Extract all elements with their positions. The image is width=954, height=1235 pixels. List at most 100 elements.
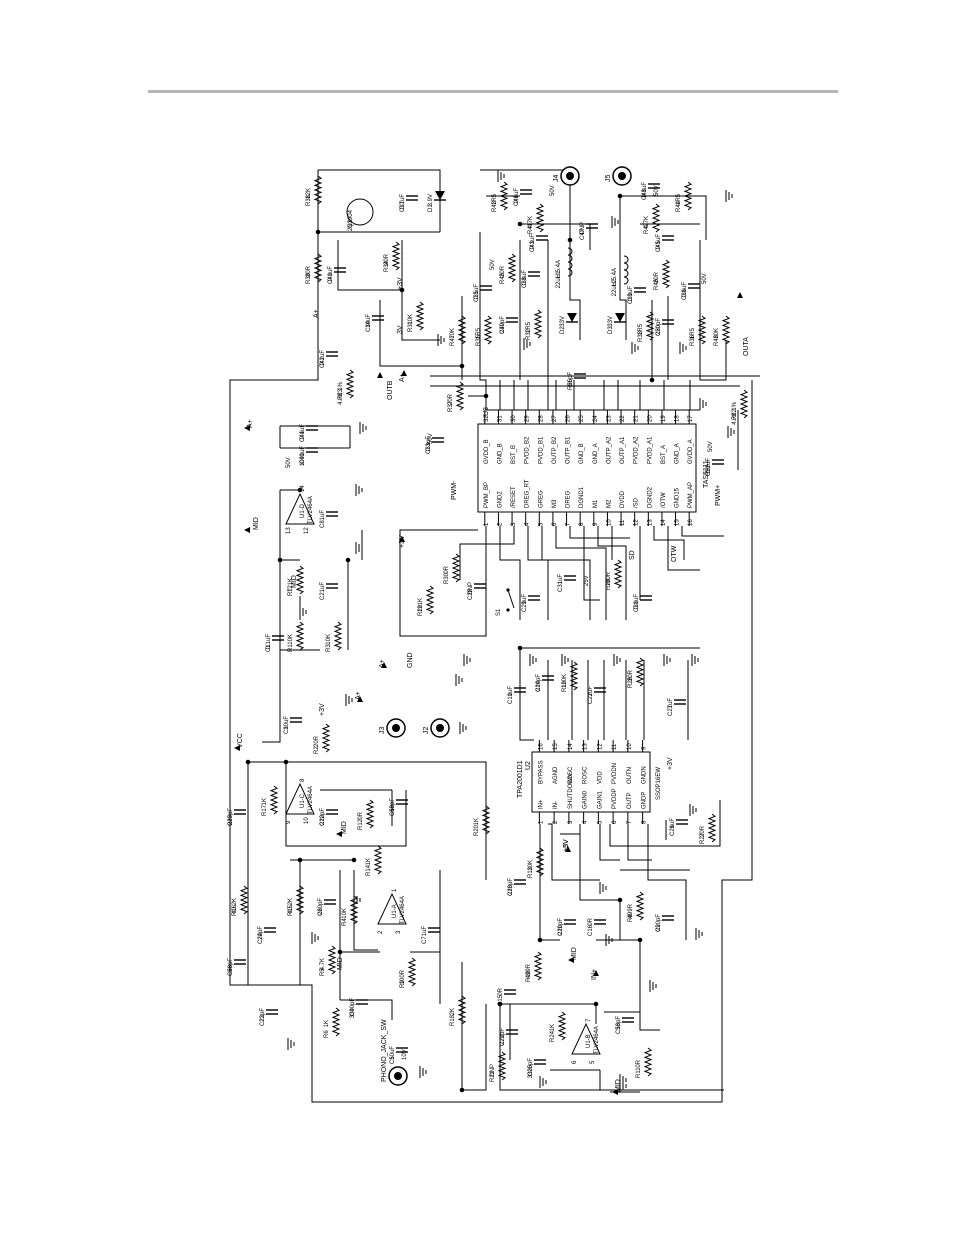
component-c42 bbox=[326, 351, 338, 357]
component-value: 10K bbox=[408, 314, 414, 325]
component-ref: C44 bbox=[300, 430, 306, 442]
component-ref: C48 bbox=[642, 188, 648, 200]
component-value: 12K bbox=[306, 188, 312, 199]
chip-u2-pin-name: GAIN0 bbox=[583, 790, 589, 809]
component-ref: C8 bbox=[320, 520, 326, 528]
component-ref: R20 bbox=[474, 824, 480, 836]
chip-u3-pin-number: 15 bbox=[675, 519, 681, 526]
resistor-zigzag bbox=[451, 553, 461, 583]
component-r10 bbox=[533, 951, 543, 981]
connector-pin bbox=[436, 724, 444, 732]
component-value: 1K bbox=[366, 858, 372, 865]
wire bbox=[681, 526, 724, 537]
opamp-pin-number: 13 bbox=[286, 527, 292, 534]
chip-u2-pin-name: GNDP bbox=[642, 792, 648, 809]
chip-u3-pin-number: 16 bbox=[688, 519, 694, 526]
component-value: 0.1uF bbox=[522, 270, 528, 286]
chip-u3-pin-name: M3 bbox=[552, 499, 558, 508]
chip-u3-pin-name: PVDD_B1 bbox=[538, 436, 544, 464]
junction-dot bbox=[483, 393, 489, 399]
component-value: 0.1uF bbox=[682, 282, 688, 298]
component-r26 bbox=[635, 657, 645, 687]
chip-u2-pin-number: 6 bbox=[612, 820, 618, 824]
component-ref: R38 bbox=[306, 194, 312, 206]
wire bbox=[627, 824, 652, 861]
component-r36 bbox=[697, 315, 707, 345]
component-l2 bbox=[623, 255, 629, 285]
component-value: 1R5 bbox=[690, 327, 696, 339]
component-ref: R37 bbox=[448, 400, 454, 412]
net-label: GND bbox=[407, 652, 414, 668]
junction-dot bbox=[617, 193, 623, 199]
junction-dot bbox=[345, 557, 351, 563]
component-value: 220pF bbox=[228, 808, 234, 825]
opamp-pin-number: 3 bbox=[396, 930, 402, 934]
opamp-pin-number: 2 bbox=[378, 930, 384, 934]
component-ref: R25 bbox=[568, 378, 574, 390]
component-value: 20R bbox=[314, 735, 320, 747]
component-ref: C1 bbox=[266, 644, 272, 652]
component-c12 bbox=[326, 809, 338, 815]
chip-u3-pin-number: 27 bbox=[552, 415, 558, 422]
net-label: VCC bbox=[237, 733, 244, 748]
component-value: 1R5 bbox=[492, 193, 498, 205]
component-c37 bbox=[406, 195, 418, 201]
net-label: MID bbox=[291, 575, 298, 588]
component-value: 56pF bbox=[390, 798, 396, 812]
component-value: 1uF bbox=[668, 698, 674, 709]
resistor-zigzag bbox=[327, 945, 337, 975]
chip-u3-pin-number: 6 bbox=[552, 522, 558, 526]
component-ref: C19 bbox=[390, 804, 396, 816]
chip-u3-pin-name: DVDD bbox=[620, 490, 626, 508]
opamp-ref: U1-C bbox=[300, 793, 306, 808]
resistor-zigzag bbox=[313, 253, 323, 283]
junction-dot bbox=[277, 557, 283, 563]
opamp-pin-number: 14 bbox=[300, 485, 306, 492]
resistor-zigzag bbox=[557, 1011, 567, 1041]
component-r39 bbox=[313, 253, 323, 283]
component-value: 56pF bbox=[228, 958, 234, 972]
chip-u3-pin-number: 17 bbox=[688, 415, 694, 422]
net-arrow bbox=[565, 846, 571, 852]
component-ref: R21 bbox=[490, 1070, 496, 1082]
component-ref: C41 bbox=[300, 452, 306, 464]
component-value: 0.1uF bbox=[706, 458, 712, 474]
chip-u3-pin-name: PWM_AP bbox=[688, 482, 694, 508]
component-c8 bbox=[326, 511, 338, 517]
wire bbox=[399, 526, 487, 637]
opamp-part: TLV2464A bbox=[594, 1026, 600, 1054]
opamp-pin-number: 9 bbox=[286, 820, 292, 824]
component-r19 bbox=[569, 661, 579, 691]
resistor-zigzag bbox=[739, 389, 749, 419]
component-value: DNP bbox=[580, 222, 586, 235]
wire bbox=[262, 490, 281, 743]
component-c45 bbox=[662, 235, 674, 241]
component-c48 bbox=[648, 183, 660, 189]
component-value: 2N3904 bbox=[348, 209, 354, 231]
component-value: 0.1uF bbox=[266, 634, 272, 650]
opamp-part: TLV2464A bbox=[400, 896, 406, 924]
ground-symbol bbox=[691, 654, 699, 666]
chip-u3-pin-name: BST_A bbox=[661, 445, 667, 464]
component-r28 bbox=[613, 559, 623, 589]
chip-u2-pin-name: ROSC bbox=[583, 766, 589, 784]
component-value: 1uF bbox=[320, 582, 326, 593]
component-value: 0.1uF bbox=[320, 350, 326, 366]
component-d2 bbox=[567, 313, 577, 322]
component-value: 4.7K bbox=[528, 216, 534, 228]
ground-symbol bbox=[299, 606, 307, 618]
wire bbox=[499, 1004, 724, 1091]
net-label: OTW bbox=[671, 545, 678, 562]
voltage-rating: 50V bbox=[490, 259, 496, 270]
component-value: 0.1uF bbox=[400, 194, 406, 210]
net-label: MID bbox=[615, 1079, 622, 1092]
ground-symbol bbox=[529, 654, 537, 666]
resistor-zigzag bbox=[569, 661, 579, 691]
component-value: 10K bbox=[450, 328, 456, 339]
component-r3 bbox=[333, 621, 343, 651]
opamp-pin-number: 6 bbox=[572, 1060, 578, 1064]
chip-u3-pin-name: PVDD_A2 bbox=[634, 436, 640, 464]
component-ref: C2 bbox=[320, 592, 326, 600]
chip-u3-pin-number: 21 bbox=[634, 415, 640, 422]
component-value: 1K bbox=[262, 798, 268, 805]
